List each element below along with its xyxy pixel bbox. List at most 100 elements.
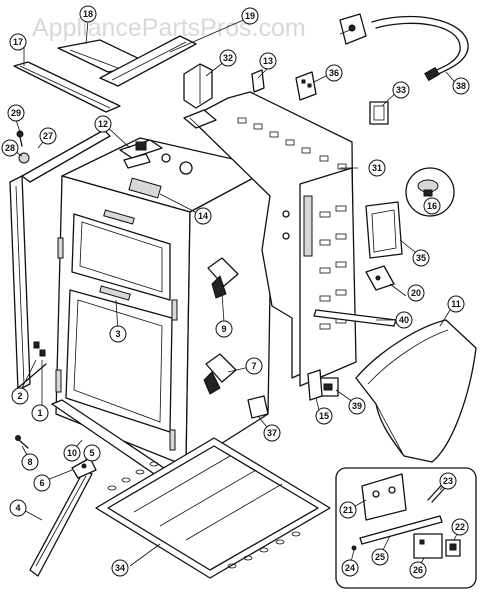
plug-28 — [18, 152, 30, 164]
svg-text:1: 1 — [37, 408, 42, 418]
side-rail — [29, 457, 97, 577]
callout-10: 10 — [63, 444, 81, 462]
clip-2 — [17, 341, 47, 389]
svg-text:40: 40 — [399, 315, 409, 325]
callout-37: 37 — [263, 424, 281, 442]
hinge-receiver-lower — [203, 353, 237, 395]
svg-text:39: 39 — [352, 401, 362, 411]
screw-29 — [16, 130, 24, 147]
callout-12: 12 — [94, 115, 112, 133]
callout-9: 9 — [215, 320, 233, 338]
switch-22 — [445, 539, 461, 557]
callout-5: 5 — [83, 444, 101, 462]
svg-text:9: 9 — [221, 324, 226, 334]
top-trim-19 — [99, 35, 197, 87]
callout-8: 8 — [21, 453, 39, 471]
callout-16: 16 — [423, 197, 441, 215]
back-flap — [183, 109, 271, 197]
screw-24 — [351, 545, 357, 551]
callout-4: 4 — [9, 499, 27, 517]
svg-text:31: 31 — [372, 163, 382, 173]
svg-text:19: 19 — [245, 11, 255, 21]
callout-32: 32 — [219, 49, 237, 67]
callout-29: 29 — [7, 104, 25, 122]
svg-text:18: 18 — [83, 9, 93, 19]
bracket-26 — [413, 533, 443, 559]
svg-text:32: 32 — [223, 53, 233, 63]
callout-38: 38 — [452, 77, 470, 95]
callout-26: 26 — [409, 561, 427, 579]
callout-23: 23 — [439, 472, 457, 490]
callout-17: 17 — [9, 33, 27, 51]
callout-34: 34 — [111, 559, 129, 577]
svg-text:14: 14 — [198, 211, 208, 221]
svg-text:21: 21 — [343, 505, 353, 515]
top-bracket — [119, 139, 163, 169]
svg-text:4: 4 — [15, 503, 20, 513]
back-panel — [189, 91, 357, 387]
svg-text:25: 25 — [375, 552, 385, 562]
callout-36: 36 — [325, 64, 343, 82]
bottom-pan — [95, 437, 331, 579]
svg-text:8: 8 — [27, 457, 32, 467]
callout-15: 15 — [315, 407, 333, 425]
callout-25: 25 — [371, 548, 389, 566]
svg-text:16: 16 — [427, 201, 437, 211]
svg-text:26: 26 — [413, 565, 423, 575]
svg-text:28: 28 — [5, 143, 15, 153]
callout-14: 14 — [194, 207, 212, 225]
bracket-21 — [361, 473, 407, 521]
callout-18: 18 — [79, 5, 97, 23]
svg-text:17: 17 — [13, 37, 23, 47]
callout-28: 28 — [1, 139, 19, 157]
thermostat-inset — [405, 167, 455, 217]
callout-7: 7 — [245, 357, 263, 375]
callout-2: 2 — [11, 387, 29, 405]
svg-text:33: 33 — [396, 85, 406, 95]
callout-35: 35 — [412, 249, 430, 267]
callout-1: 1 — [31, 404, 49, 422]
svg-text:38: 38 — [456, 81, 466, 91]
callout-6: 6 — [33, 474, 51, 492]
cover-32 — [183, 63, 213, 109]
callout-31: 31 — [368, 159, 386, 177]
switch-39 — [317, 377, 339, 397]
bracket-15 — [307, 369, 323, 401]
svg-text:35: 35 — [416, 253, 426, 263]
terminal-block — [339, 13, 367, 45]
callout-24: 24 — [341, 559, 359, 577]
front-side-trim — [9, 129, 111, 391]
svg-text:12: 12 — [98, 119, 108, 129]
svg-text:36: 36 — [329, 68, 339, 78]
callout-22: 22 — [451, 518, 469, 536]
callout-40: 40 — [395, 311, 413, 329]
svg-text:37: 37 — [267, 428, 277, 438]
callout-21: 21 — [339, 501, 357, 519]
svg-text:15: 15 — [319, 411, 329, 421]
vent-33 — [369, 101, 389, 125]
svg-text:20: 20 — [411, 288, 421, 298]
callout-3: 3 — [109, 325, 127, 343]
callout-19: 19 — [241, 7, 259, 25]
power-cord-38 — [371, 15, 469, 82]
svg-text:27: 27 — [43, 131, 53, 141]
svg-text:29: 29 — [11, 108, 21, 118]
bracket-36 — [295, 71, 317, 101]
callout-39: 39 — [348, 397, 366, 415]
callout-13: 13 — [259, 52, 277, 70]
clip-37 — [247, 395, 269, 419]
svg-text:6: 6 — [39, 478, 44, 488]
watermark-text: AppliancePartsPros.com — [32, 14, 306, 42]
inset-box — [335, 467, 477, 589]
svg-text:5: 5 — [89, 448, 94, 458]
svg-text:10: 10 — [67, 448, 77, 458]
insulation-wrap — [355, 319, 477, 463]
svg-text:22: 22 — [455, 522, 465, 532]
svg-text:3: 3 — [115, 329, 120, 339]
svg-text:7: 7 — [251, 361, 256, 371]
svg-text:23: 23 — [443, 476, 453, 486]
svg-text:24: 24 — [345, 563, 355, 573]
svg-text:13: 13 — [263, 56, 273, 66]
callout-11: 11 — [447, 295, 465, 313]
